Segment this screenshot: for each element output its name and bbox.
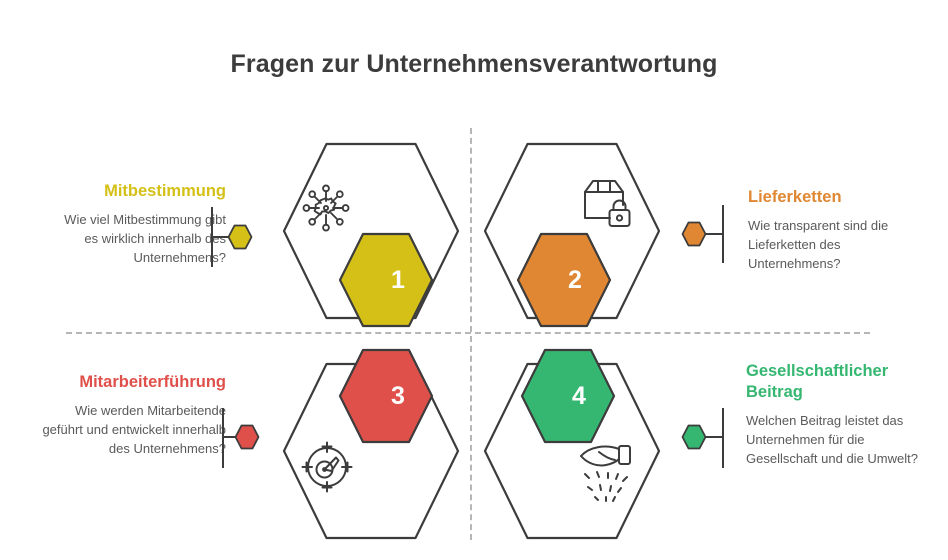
connector-stem-2 xyxy=(706,233,722,235)
quadrant-text-1: Mitbestimmung Wie viel Mitbestimmung gib… xyxy=(48,181,226,268)
mini-hexagon-3 xyxy=(234,424,260,450)
mini-hexagon-4 xyxy=(681,424,707,450)
hand-sowing-icon xyxy=(575,440,645,510)
heading-1: Mitbestimmung xyxy=(104,182,226,200)
package-lock-icon xyxy=(578,172,642,236)
body-3: Wie werden Mitarbeitende geführt und ent… xyxy=(42,403,226,456)
mini-hexagon-1 xyxy=(227,224,253,250)
page-title: Fragen zur Unternehmensverantwortung xyxy=(230,50,718,78)
number-hexagon-3: 3 xyxy=(338,348,434,444)
body-4: Welchen Beitrag leistet das Unternehmen … xyxy=(746,413,918,466)
body-2: Wie transparent sind die Lieferketten de… xyxy=(748,218,889,271)
heading-3: Mitarbeiterführung xyxy=(79,373,226,391)
connector-bar-3 xyxy=(222,408,224,468)
quadrant-text-2: Lieferketten Wie transparent sind die Li… xyxy=(748,187,924,274)
connector-stem-1 xyxy=(213,236,228,238)
mini-hexagon-2 xyxy=(681,221,707,247)
quadrant-text-3: Mitarbeiterführung Wie werden Mitarbeite… xyxy=(42,372,226,459)
horizontal-divider xyxy=(66,332,870,334)
connector-bar-1 xyxy=(211,207,213,267)
connector-stem-3 xyxy=(224,436,236,438)
number-hexagon-1: 1 xyxy=(338,232,434,328)
number-hexagon-2: 2 xyxy=(516,232,612,328)
body-1: Wie viel Mitbestimmung gibt es wirklich … xyxy=(64,212,226,265)
number-hexagon-4: 4 xyxy=(520,348,616,444)
heading-4: Gesellschaftlicher Beitrag xyxy=(746,362,889,402)
heading-2: Lieferketten xyxy=(748,188,842,206)
connector-bar-4 xyxy=(722,408,724,468)
network-hub-icon xyxy=(296,178,356,238)
connector-bar-2 xyxy=(722,205,724,263)
target-compass-icon xyxy=(298,438,356,496)
quadrant-text-4: Gesellschaftlicher Beitrag Welchen Beitr… xyxy=(746,361,924,469)
vertical-divider xyxy=(470,128,472,540)
connector-stem-4 xyxy=(706,436,722,438)
